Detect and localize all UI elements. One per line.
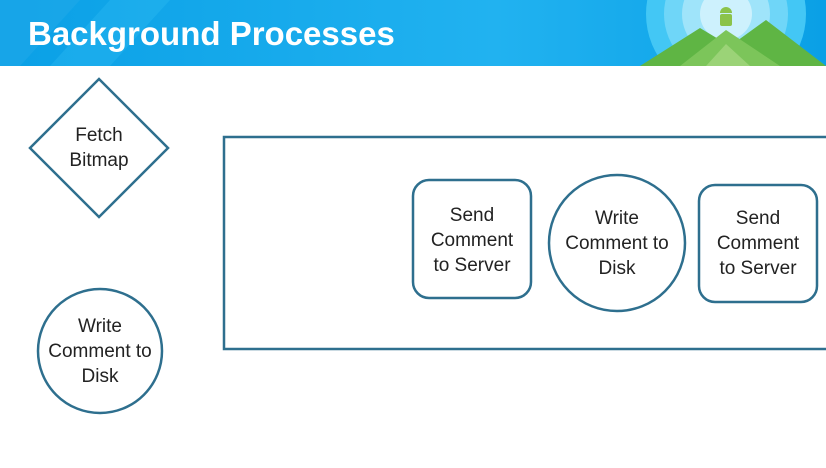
send-comment-1-label: Send Comment to Server bbox=[430, 204, 514, 276]
send-comment-2-label: Send Comment to Server bbox=[716, 207, 800, 279]
fetch-bitmap-label: Fetch Bitmap bbox=[69, 125, 129, 171]
android-robot-icon bbox=[720, 7, 732, 26]
page-title: Background Processes bbox=[28, 15, 395, 52]
fetch-bitmap-diamond bbox=[28, 77, 170, 219]
send-comment-2-box bbox=[697, 183, 819, 304]
write-comment-left-circle bbox=[36, 287, 164, 415]
header-stripes-decoration bbox=[0, 0, 170, 66]
android-landscape-badge bbox=[640, 0, 826, 66]
header-bar: Background Processes bbox=[0, 0, 826, 66]
write-comment-middle-label: Write Comment to Disk bbox=[565, 207, 669, 279]
send-comment-1-box bbox=[411, 178, 533, 300]
process-group-container bbox=[222, 135, 826, 351]
write-comment-left-label: Write Comment to Disk bbox=[48, 315, 152, 387]
write-comment-middle-circle bbox=[547, 173, 687, 313]
